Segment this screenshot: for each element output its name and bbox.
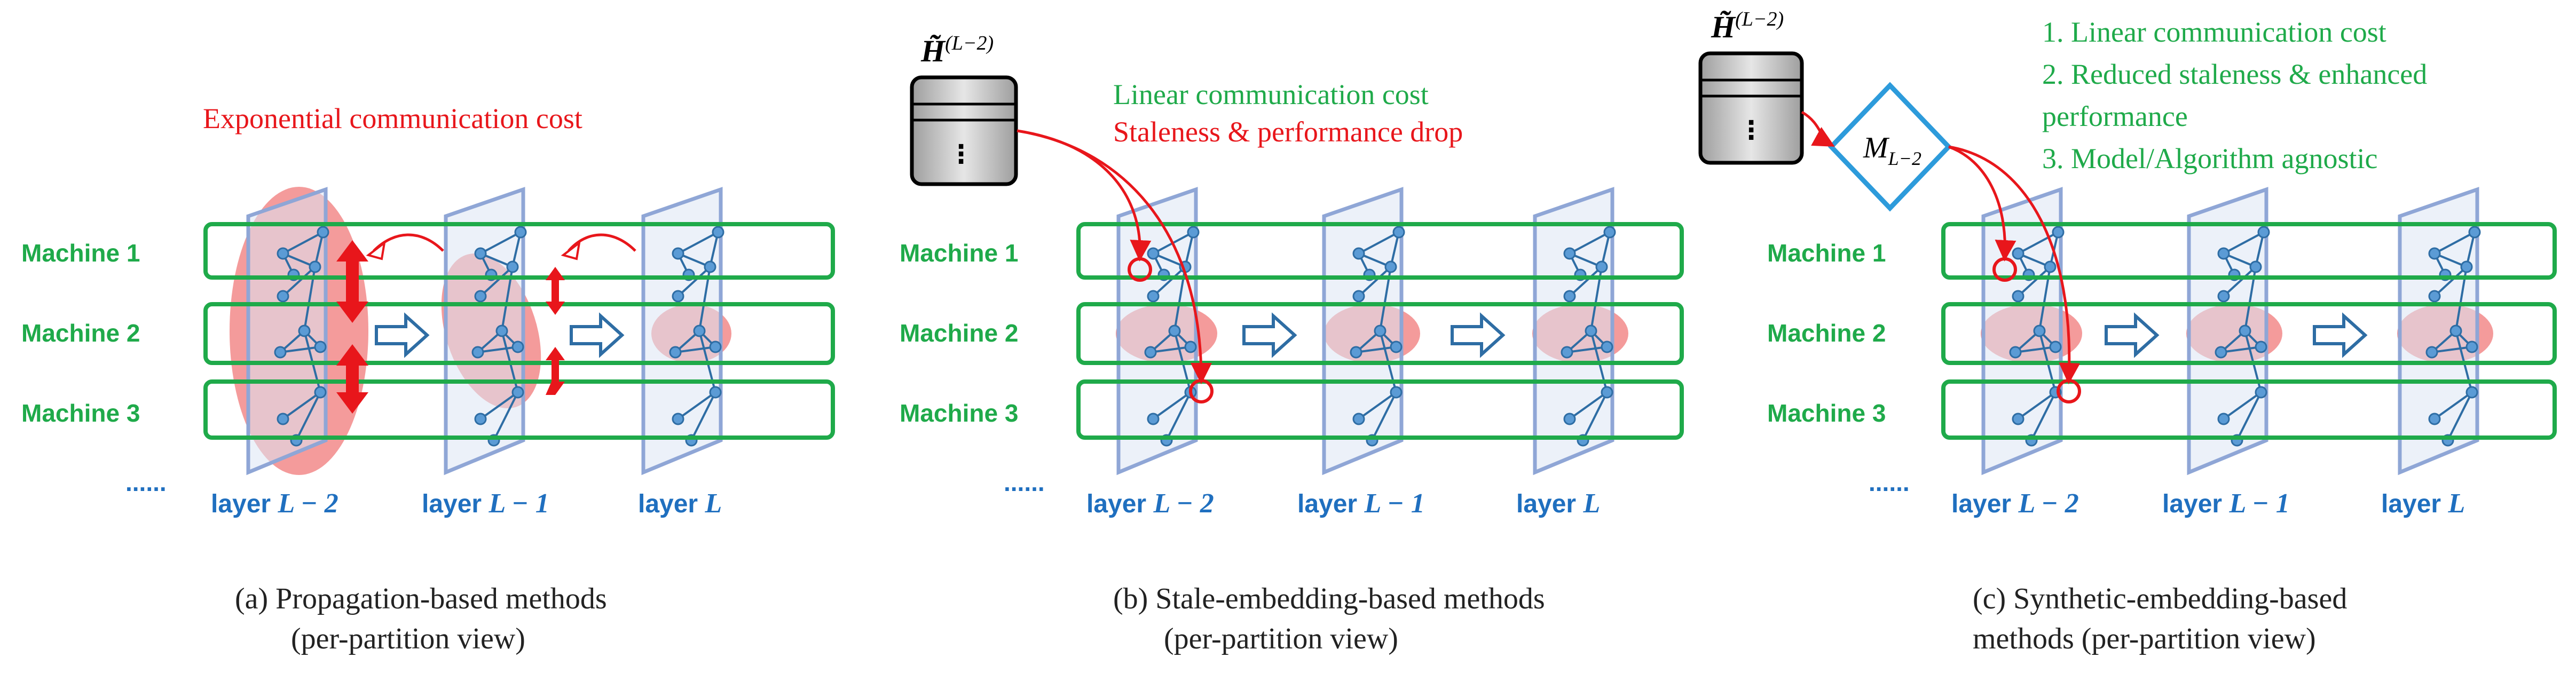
model-input-arrow (1801, 110, 1835, 147)
machine-1-box (203, 222, 835, 280)
embedding-storage-icon: ⋮ (1698, 51, 1804, 165)
linear-cost-note: Linear communication cost (1113, 78, 1429, 110)
synthetic-model-label: ML−2 (1863, 131, 1921, 169)
layer-label-l-1: layer L − 1 (422, 488, 549, 519)
machine-2-label: Machine 2 (21, 319, 140, 347)
ellipsis: ...... (125, 469, 167, 496)
machine-3-label: Machine 3 (21, 399, 140, 427)
machine-1-box (1941, 222, 2557, 280)
staleness-note: Staleness & performance drop (1113, 116, 1463, 148)
layer-label-l-1: layer L − 1 (1297, 488, 1425, 519)
caption-a-line1: (a) Propagation-based methods (235, 582, 607, 615)
forward-arrow (2105, 312, 2160, 358)
layer-plane-l-1 (2189, 189, 2270, 472)
forward-arrow (570, 312, 625, 358)
benefit-2-note: 2. Reduced staleness & enhanced (2042, 58, 2427, 90)
benefit-3-note: 3. Model/Algorithm agnostic (2042, 142, 2377, 175)
layer-plane-l-1 (446, 189, 527, 472)
machine-2-box (1941, 302, 2557, 365)
exponential-cost-note: Exponential communication cost (203, 102, 582, 134)
curved-arrow-head (366, 240, 386, 260)
stale-embedding-label: H̃(L−2) (1711, 8, 1784, 44)
machine-1-label: Machine 1 (900, 239, 1018, 267)
machine-3-box (203, 379, 835, 440)
caption-a-line2: (per-partition view) (291, 622, 525, 655)
svg-text:⋮: ⋮ (1738, 115, 1764, 145)
machine-3-box (1076, 379, 1684, 440)
layer-plane-l-2 (248, 189, 329, 472)
communication-arrows (336, 240, 565, 414)
layer-label-l: layer L (1516, 488, 1600, 519)
embedding-storage-icon: ⋮ (910, 75, 1018, 186)
caption-c-line1: (c) Synthetic-embedding-based (1973, 582, 2347, 615)
layer-label-l-2: layer L − 2 (211, 488, 338, 519)
layer-plane-l (1535, 189, 1616, 472)
caption-c-line2: methods (per-partition view) (1973, 622, 2316, 655)
layer-plane-l-2 (1118, 189, 1200, 472)
stale-embedding-label: H̃(L−2) (920, 32, 994, 68)
machine-1-box (1076, 222, 1684, 280)
layer-plane-l-1 (1324, 189, 1405, 472)
layer-label-l-2: layer L − 2 (1951, 488, 2079, 519)
caption-b-line2: (per-partition view) (1164, 622, 1398, 655)
layer-label-l: layer L (2381, 488, 2465, 519)
machine-2-box (203, 302, 835, 365)
forward-arrow (1242, 312, 1297, 358)
synthesis-arrow (1948, 145, 2016, 262)
ellipsis: ...... (1004, 469, 1045, 496)
machine-2-label: Machine 2 (900, 319, 1018, 347)
synthesis-arrow (1948, 145, 2081, 384)
svg-text:⋮: ⋮ (948, 139, 974, 169)
layer-label-l: layer L (638, 488, 722, 519)
fetch-arrow (1017, 129, 1212, 384)
panel-a: Exponential communication cost Machine 1… (21, 102, 835, 655)
benefit-1-note: 1. Linear communication cost (2042, 16, 2386, 48)
machine-3-box (1941, 379, 2557, 440)
layer-plane-l (2400, 189, 2481, 472)
forward-arrow (1451, 312, 1506, 358)
layer-label-l-1: layer L − 1 (2162, 488, 2290, 519)
curved-arrow-head (561, 240, 581, 260)
synthetic-model-node (1827, 82, 1952, 212)
benefit-2-note-cont: performance (2042, 100, 2188, 132)
ellipsis: ...... (1869, 469, 1910, 496)
forward-arrow (2313, 312, 2368, 358)
machine-2-box (1076, 302, 1684, 365)
machine-1-label: Machine 1 (21, 239, 140, 267)
machine-3-label: Machine 3 (900, 399, 1018, 427)
layer-plane-l (643, 189, 724, 472)
curved-arrow (568, 233, 636, 252)
machine-2-label: Machine 2 (1767, 319, 1886, 347)
panel-b: H̃(L−2) ⋮ Linear communication cost Stal… (900, 32, 1684, 655)
machine-1-label: Machine 1 (1767, 239, 1886, 267)
machine-3-label: Machine 3 (1767, 399, 1886, 427)
forward-arrow (375, 312, 430, 358)
panel-c: H̃(L−2) ⋮ ML−2 1. Linear communication c… (1698, 8, 2557, 655)
layer-label-l-2: layer L − 2 (1086, 488, 1214, 519)
caption-b-line1: (b) Stale-embedding-based methods (1113, 582, 1545, 615)
layer-plane-l-2 (1983, 189, 2065, 472)
